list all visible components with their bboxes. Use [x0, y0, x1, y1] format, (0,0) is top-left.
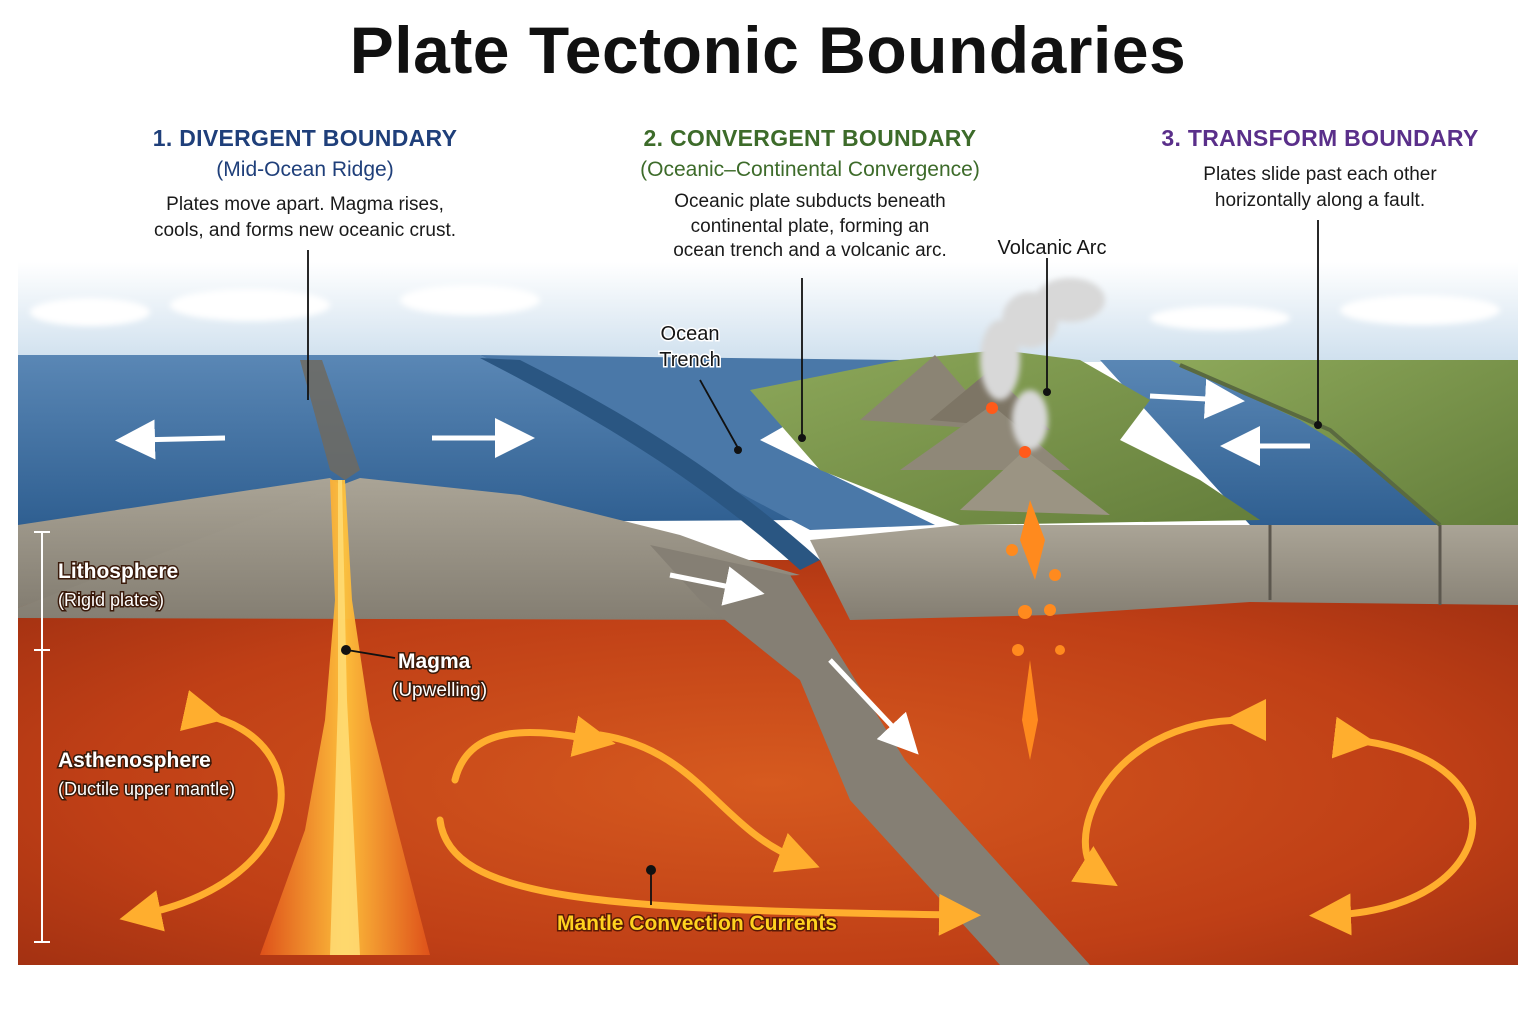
- clouds: [30, 285, 1500, 330]
- convergent-subheading: (Oceanic–Continental Convergence): [640, 158, 980, 181]
- label-asthenosphere-sub: (Ductile upper mantle): [58, 779, 235, 799]
- leader-lines: [307, 220, 1319, 905]
- label-ocean-trench-line2: Trench: [659, 349, 721, 371]
- label-lithosphere-sub: (Rigid plates): [58, 590, 164, 610]
- convergent-desc-line: Oceanic plate subducts beneath: [674, 191, 946, 212]
- label-magma: Magma: [398, 650, 471, 673]
- convection-arrow-mid-bottom: [436, 816, 981, 936]
- transform-description: Plates slide past each other horizontall…: [1155, 162, 1485, 214]
- volcano-smoke: [980, 278, 1105, 450]
- volcano-magma: [1006, 500, 1065, 760]
- label-volcanic-arc: Volcanic Arc: [998, 237, 1107, 259]
- layer-scale-bar: [34, 531, 50, 943]
- magma-plume-core: [330, 480, 360, 955]
- transform-heading: 3. TRANSFORM BOUNDARY: [1161, 125, 1479, 151]
- lithosphere-oceanic: [18, 478, 790, 620]
- trench-wall: [480, 358, 820, 570]
- crater-glow-1: [986, 402, 998, 414]
- transform-desc-line: Plates slide past each other: [1203, 164, 1437, 185]
- page-title: Plate Tectonic Boundaries: [349, 13, 1187, 87]
- convergent-desc-line: continental plate, forming an: [690, 215, 930, 237]
- label-magma-sub: (Upwelling): [392, 680, 487, 701]
- lithosphere-left: [18, 478, 345, 608]
- plate-motion-arrows: [115, 378, 1310, 755]
- convection-arrow-right-b: [1309, 716, 1477, 936]
- label-ocean-trench-line1: Ocean: [661, 323, 720, 345]
- ocean-left: [18, 355, 800, 525]
- crater-glow-2: [1019, 446, 1031, 458]
- convergent-description: Oceanic plate subducts beneath continent…: [595, 190, 1025, 264]
- divergent-header: 1. DIVERGENT BOUNDARY (Mid-Ocean Ridge) …: [110, 125, 500, 244]
- arrow-slab-surface: [669, 566, 765, 606]
- arrow-transform-right: [1149, 378, 1245, 419]
- convection-arrow-right-a: [1071, 698, 1267, 887]
- label-asthenosphere: Asthenosphere: [58, 749, 211, 772]
- convection-arrows: [119, 689, 1477, 936]
- convection-arrow-mid-s: [596, 731, 820, 873]
- divergent-subheading: (Mid-Ocean Ridge): [216, 158, 394, 181]
- arrow-left-apart: [115, 419, 226, 460]
- divergent-desc-line: Plates move apart. Magma rises,: [166, 194, 444, 215]
- transform-desc-line: horizontally along a fault.: [1214, 190, 1426, 212]
- lithosphere-continental: [810, 525, 1518, 620]
- label-mantle-convection: Mantle Convection Currents: [557, 912, 837, 935]
- divergent-heading: 1. DIVERGENT BOUNDARY: [152, 125, 458, 151]
- divergent-desc-line: cools, and forms new oceanic crust.: [153, 220, 457, 242]
- divergent-description: Plates move apart. Magma rises, cools, a…: [110, 192, 500, 244]
- ridge-crest: [300, 360, 360, 480]
- convergent-header: 2. CONVERGENT BOUNDARY (Oceanic–Continen…: [595, 125, 1025, 264]
- convergent-heading: 2. CONVERGENT BOUNDARY: [643, 125, 977, 151]
- label-lithosphere: Lithosphere: [58, 560, 178, 583]
- leader-dots: [341, 388, 1322, 875]
- subducting-slab: [650, 545, 1090, 965]
- convection-arrow-mid-top: [451, 715, 616, 784]
- transform-header: 3. TRANSFORM BOUNDARY Plates slide past …: [1155, 125, 1485, 214]
- arrow-slab-down: [828, 658, 919, 755]
- convection-arrow-left: [119, 689, 285, 932]
- convergent-desc-line: ocean trench and a volcanic arc.: [673, 240, 947, 262]
